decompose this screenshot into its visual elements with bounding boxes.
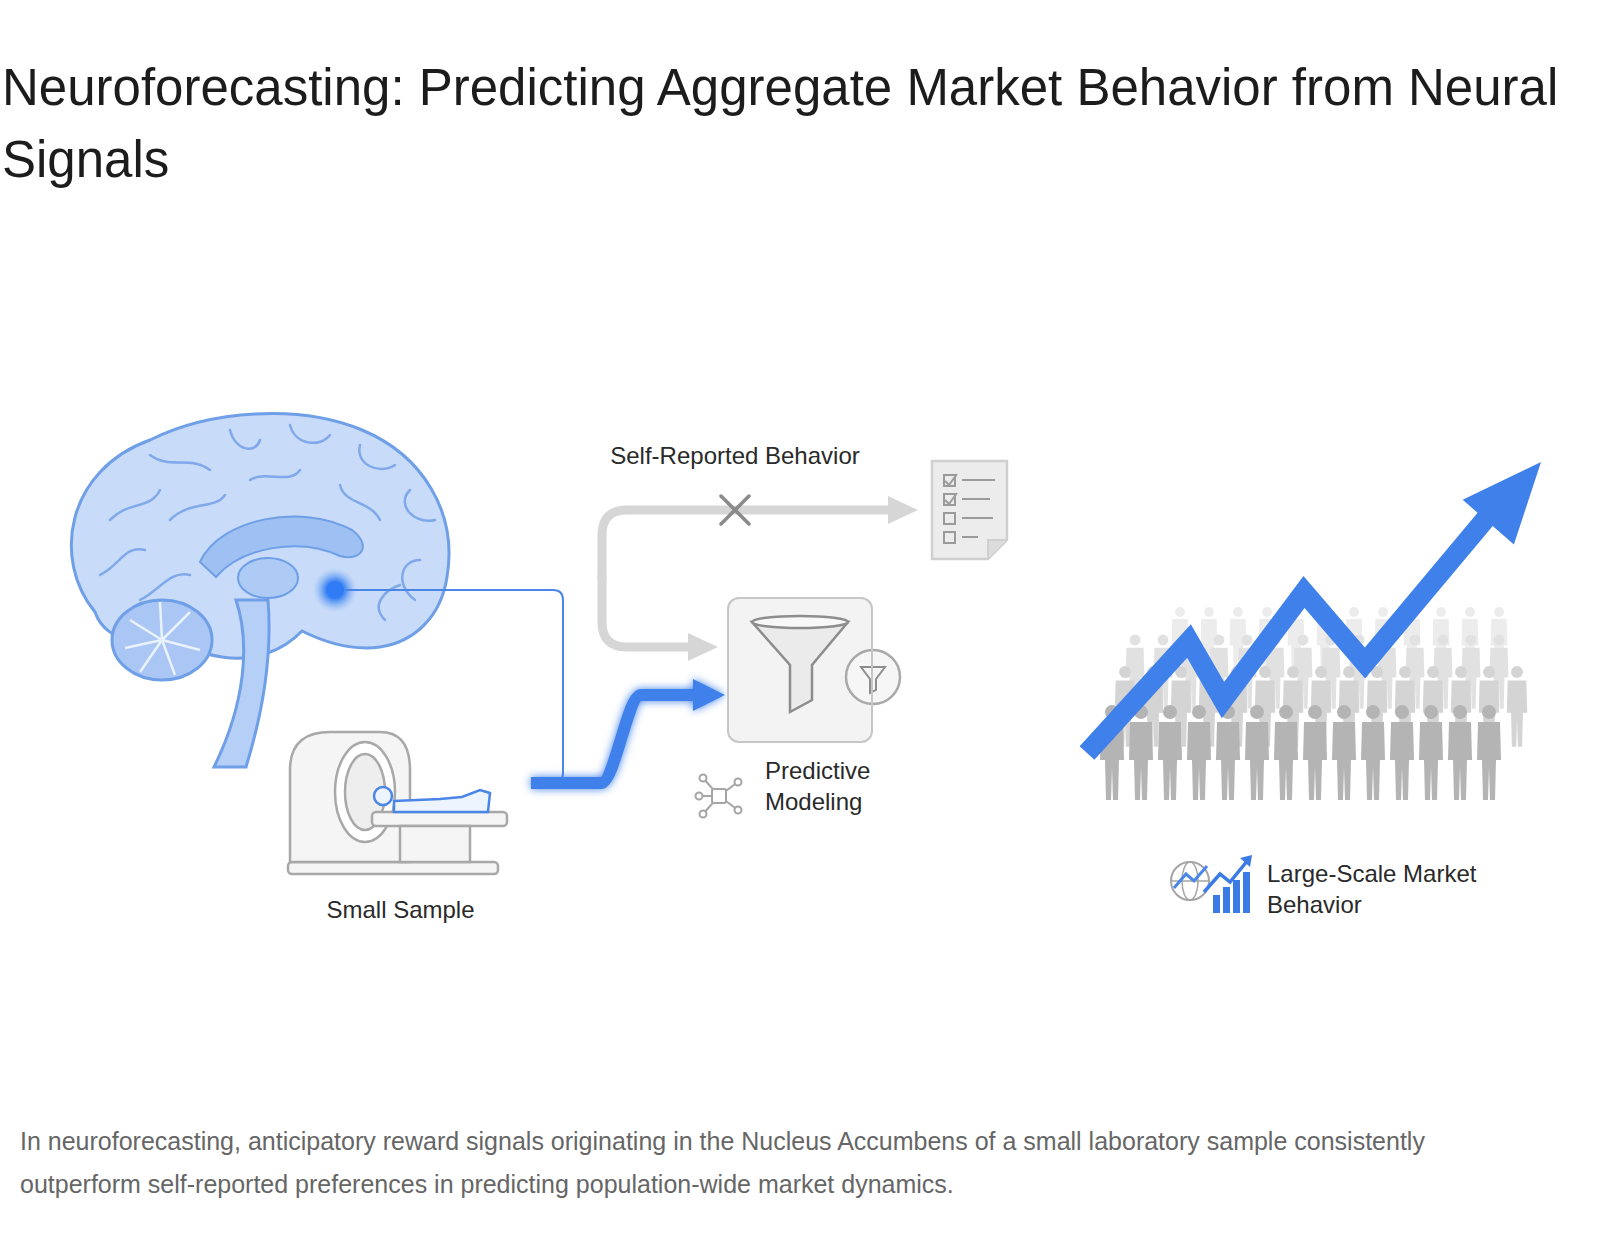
model-box: Predictive Modeling xyxy=(727,597,873,743)
crowd-illustration xyxy=(1100,607,1527,800)
node-label: Large-Scale Market Behavior xyxy=(1267,858,1477,920)
figure-caption: In neuroforecasting, anticipatory reward… xyxy=(20,1120,1520,1206)
flow-arrow xyxy=(531,695,695,783)
cross-mark xyxy=(721,496,749,524)
sample-group: Small Sample xyxy=(270,722,531,934)
market-icon xyxy=(1171,855,1252,913)
rising-chart-arrow xyxy=(1087,462,1541,753)
flow-arrow xyxy=(873,665,1048,675)
network-icon xyxy=(696,775,742,818)
node-label: Predictive Modeling xyxy=(765,755,905,817)
diagram-title: Neuroforecasting: Predicting Aggregate M… xyxy=(2,52,1596,196)
node-label: Small Sample xyxy=(270,894,531,925)
checklist-icon xyxy=(932,461,1007,559)
market-group: Large-Scale Market Behavior xyxy=(1080,460,1545,815)
branch-label: Self-Reported Behavior xyxy=(585,440,885,471)
mri-scanner xyxy=(288,732,507,874)
